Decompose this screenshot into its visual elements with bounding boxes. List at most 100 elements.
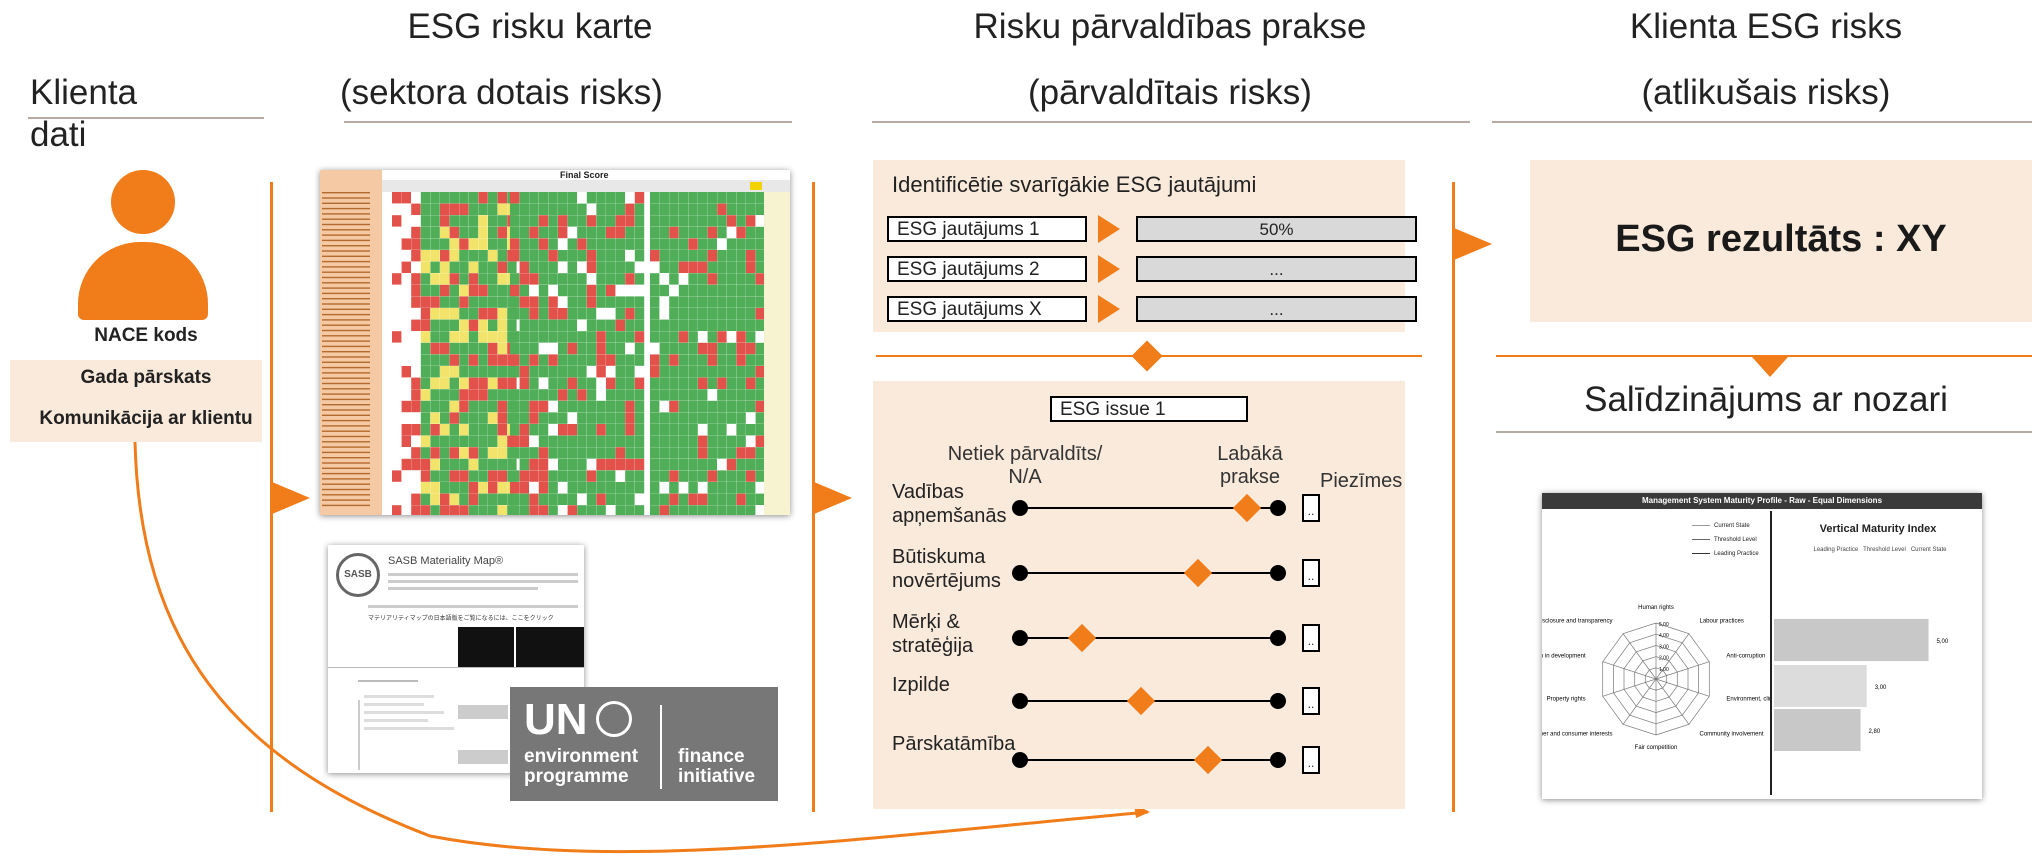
flow-arrow-3 (1454, 228, 1492, 260)
person-icon (78, 170, 208, 320)
client-item-nace: NACE kods (94, 325, 198, 346)
unep-fi-line2: initiative (678, 766, 756, 787)
dimension-slider-end-3-1 (1270, 693, 1286, 709)
dimension-label-4: Pārskatāmība (892, 733, 1016, 755)
dimension-slider-track-1 (1020, 572, 1278, 574)
dimension-slider-end-0-0 (1012, 500, 1028, 516)
dimension-slider-end-2-0 (1012, 630, 1028, 646)
header-client-risk-line2: (atlikušais risks) (1641, 73, 1891, 112)
scale-right-label: Labākā prakse (1217, 443, 1283, 488)
sasb-title: SASB Materiality Map® (388, 555, 504, 567)
esg-issue-label: ESG issue 1 (1050, 396, 1248, 422)
radar-axis-label-3: Environment, climate and ecosystem (1726, 697, 1770, 703)
unep-line1: environment (524, 746, 639, 767)
notes-icon-1[interactable]: .. (1302, 559, 1320, 587)
dimension-label-2: Mērķi & stratēģija (892, 611, 974, 657)
notes-icon-3[interactable]: .. (1302, 687, 1320, 715)
radar-axis-8 (1602, 661, 1657, 680)
arrow-question-1-icon (1098, 215, 1120, 243)
radar-axis-9 (1622, 633, 1657, 680)
esg-score-panel (1530, 160, 2032, 322)
bar-2 (1774, 709, 1861, 751)
dimension-slider-track-4 (1020, 759, 1278, 761)
arrow-question-x-icon (1098, 295, 1120, 323)
dimension-slider-end-4-0 (1012, 752, 1028, 768)
notes-icon-2[interactable]: .. (1302, 624, 1320, 652)
esg-question-1-value: 50% (1136, 216, 1417, 242)
esg-question-2-value: ... (1136, 256, 1417, 282)
header-client-data: Klienta dati (30, 73, 138, 154)
radar-axis-label-7: Property rights (1547, 697, 1586, 703)
result-divider-arrow-icon (1752, 357, 1788, 377)
sasb-japanese-link[interactable]: マテリアリティマップの日本語版をご覧になるには、ここをクリック (368, 616, 554, 622)
sasb-logo: SASB (336, 553, 380, 597)
radar-axis-label-0: Human rights (1638, 605, 1674, 611)
radar-tick-0: 1,00 (1659, 667, 1669, 673)
legend-threshold: Threshold Level (1692, 537, 1757, 543)
dimension-label-3: Izpilde (892, 674, 950, 696)
dimension-slider-end-2-1 (1270, 630, 1286, 646)
un-emblem-icon (596, 701, 632, 737)
radar-axis-label-2: Anti-corruption (1726, 653, 1765, 659)
radar-axis-label-5: Fair competition (1635, 745, 1678, 751)
maturity-chart-title: Management System Maturity Profile - Raw… (1542, 493, 1982, 509)
bar-1 (1774, 665, 1867, 707)
client-docs-box (10, 360, 262, 442)
heatmap-grid (320, 170, 790, 515)
esg-question-x-value: ... (1136, 296, 1417, 322)
arrow-question-2-icon (1098, 255, 1120, 283)
radar-tick-4: 5,00 (1659, 622, 1669, 628)
vertical-maturity-bar-chart: 5,003,002,80 (1774, 619, 1949, 751)
esg-question-1-label: ESG jautājums 1 (887, 216, 1087, 242)
radar-axis-label-1: Labour practices (1699, 618, 1743, 624)
separator-3 (1452, 182, 1455, 812)
dimension-slider-end-0-1 (1270, 500, 1286, 516)
dimension-slider-end-4-1 (1270, 752, 1286, 768)
radar-axis-3 (1655, 678, 1710, 697)
legend-leading: Leading Practice (1692, 551, 1759, 557)
dimension-slider-end-3-0 (1012, 693, 1028, 709)
radar-axis-label-9: Disclosure and transparency (1542, 618, 1613, 624)
issue-assessment-panel (873, 381, 1405, 809)
separator-2 (812, 182, 815, 812)
dimension-slider-track-2 (1020, 637, 1278, 639)
header-rule-4 (1492, 121, 2032, 123)
radar-axis-2 (1655, 661, 1710, 680)
radar-axis-label-6: Customer and consumer interests (1542, 732, 1613, 738)
unep-fi-line1: finance (678, 746, 745, 767)
header-rule-2 (344, 121, 792, 123)
radar-axis-1 (1655, 633, 1690, 680)
esg-question-x-label: ESG jautājums X (887, 296, 1087, 322)
bar-chart-title: Vertical Maturity Index (1819, 523, 1937, 535)
radar-tick-1: 2,00 (1659, 656, 1669, 662)
esg-question-2-label: ESG jautājums 2 (887, 256, 1087, 282)
header-client-risk-line1: Klienta ESG risks (1629, 7, 1903, 46)
radar-axis-label-4: Community involvement (1699, 732, 1763, 738)
header-risk-map-line1: ESG risku karte (407, 7, 653, 46)
heatmap-title: Final Score (560, 170, 609, 180)
header-practice-line1: Risku pārvaldības prakse (973, 7, 1367, 46)
scale-left-label: Netiek pārvaldīts/ N/A (947, 443, 1103, 488)
maturity-profile-chart: Management System Maturity Profile - Raw… (1542, 493, 1982, 799)
esg-score-text: ESG rezultāts : XY (1615, 218, 1947, 260)
bar-legend: Leading Practice Threshold Level Current… (1813, 547, 1947, 553)
unep-line2: programme (524, 766, 629, 787)
client-item-communication: Komunikācija ar klientu (39, 408, 253, 429)
heatmap-thumbnail: Final Score (320, 170, 790, 515)
header-risk-map-line2: (sektora dotais risks) (340, 73, 663, 112)
unep-un-text: UN (524, 695, 588, 744)
radar-axis-4 (1655, 678, 1690, 725)
header-rule-1 (28, 117, 264, 119)
client-item-annual-report: Gada pārskats (80, 367, 212, 388)
result-divider (1496, 355, 2032, 357)
radar-axis-6 (1622, 678, 1657, 725)
bar-0 (1774, 619, 1929, 661)
bar-value-label-2: 2,80 (1869, 729, 1881, 735)
radar-tick-2: 3,00 (1659, 644, 1669, 650)
radar-axis-label-8: Role of women in development (1542, 653, 1586, 659)
notes-icon-4[interactable]: .. (1302, 746, 1320, 774)
radar-tick-3: 4,00 (1659, 633, 1669, 639)
notes-icon-0[interactable]: .. (1302, 494, 1320, 522)
legend-current: Current State (1692, 523, 1750, 529)
